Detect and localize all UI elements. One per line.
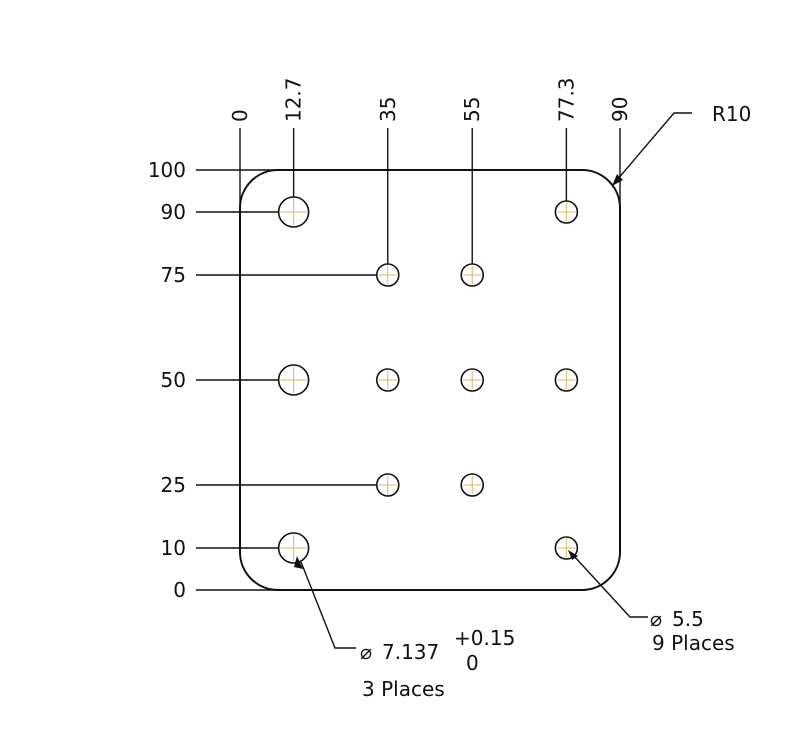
large-hole-leader-line [300,561,356,649]
small-hole [375,473,400,497]
large-hole-callout: ⌀ 7.137 +0.15 0 3 Places [294,556,515,701]
small-hole [375,368,400,392]
y-dimension-label: 90 [161,200,186,224]
small-hole-quantity: 9 Places [652,631,735,655]
x-dimension-label: 77.3 [554,77,578,122]
small-hole [460,368,485,392]
x-dimension-label: 0 [228,109,252,122]
x-dimension-label: 12.7 [282,77,306,122]
large-hole-leader-arrowhead [294,556,303,569]
y-dimension-label: 25 [161,473,186,497]
y-dimension-label: 10 [161,536,186,560]
hole-group [277,196,579,564]
x-dimension-group: 0 12.7 35 55 77.3 90 [228,77,632,275]
large-hole-tolerance-upper: +0.15 [454,626,515,650]
x-dimension-label: 55 [460,97,484,122]
large-hole [277,364,310,396]
radius-leader-line [616,112,692,181]
corner-radius-callout: R10 [612,102,751,186]
small-hole [460,263,485,287]
small-hole [554,200,579,224]
x-dimension-label: 90 [608,97,632,122]
y-dimension-label: 100 [148,158,186,182]
y-dimension-label: 0 [173,578,186,602]
large-hole-diameter-symbol: ⌀ [360,640,372,664]
radius-label: R10 [712,102,751,126]
x-dimension-label: 35 [376,97,400,122]
large-hole [277,196,310,228]
small-hole-diameter: 5.5 [672,607,704,631]
large-hole-tolerance-lower: 0 [466,651,479,675]
radius-leader-arrowhead [612,174,623,186]
large-hole [277,532,310,564]
small-hole [460,473,485,497]
large-hole-quantity: 3 Places [362,677,445,701]
small-hole [375,263,400,287]
small-hole-diameter-symbol: ⌀ [650,607,662,631]
small-hole-callout: ⌀ 5.5 9 Places [568,550,735,655]
small-hole-leader-arrowhead [568,550,578,560]
small-hole [554,368,579,392]
y-dimension-label: 50 [161,368,186,392]
large-hole-diameter: 7.137 [382,640,439,664]
y-dimension-label: 75 [161,263,186,287]
small-hole-leader-line [572,554,648,618]
